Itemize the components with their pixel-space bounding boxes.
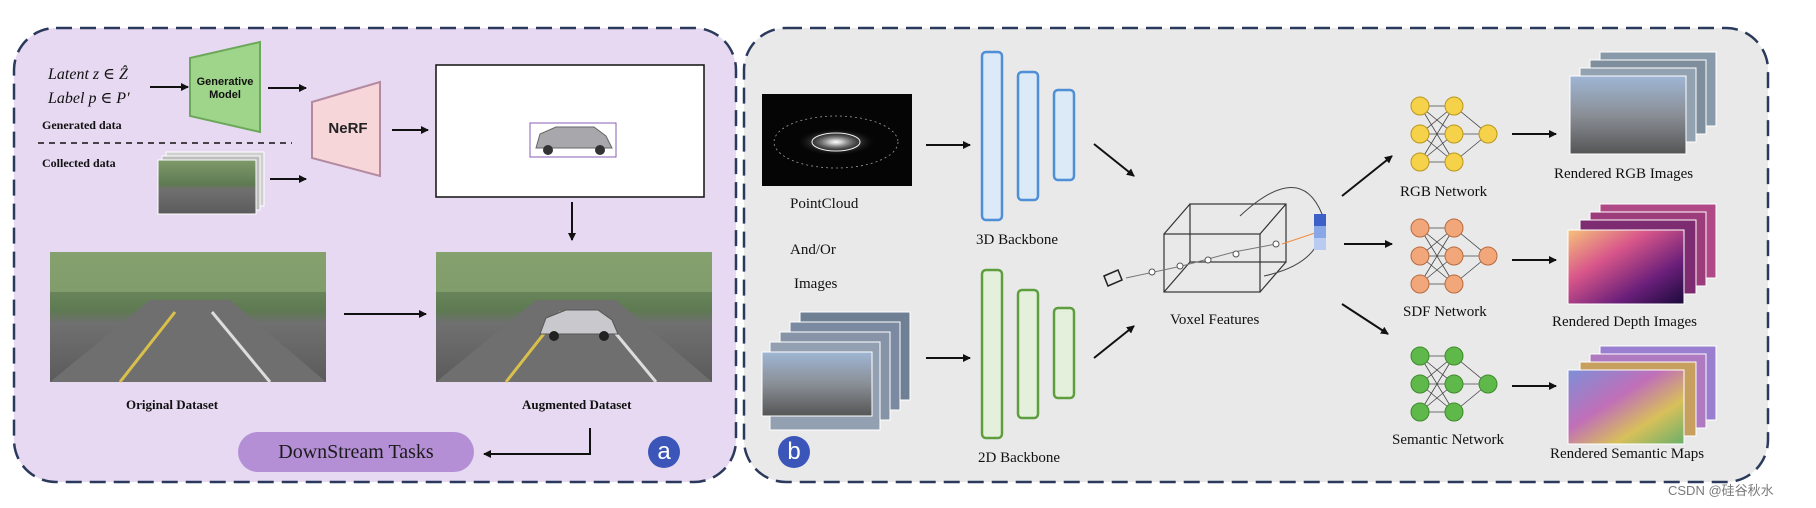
rendered-rgb-label: Rendered RGB Images bbox=[1554, 166, 1694, 182]
rendered-depth-stack bbox=[1567, 203, 1717, 305]
network-edge bbox=[1419, 227, 1455, 285]
generative-model-line1: Generative bbox=[196, 76, 254, 88]
network-node bbox=[1478, 246, 1498, 266]
collected-data-images bbox=[157, 151, 265, 215]
network-node bbox=[1410, 402, 1430, 422]
generative-model-shape bbox=[189, 40, 261, 134]
rgb-network-label: RGB Network bbox=[1400, 184, 1488, 200]
backbone-3d-label: 3D Backbone bbox=[976, 232, 1059, 248]
network-node bbox=[1410, 246, 1430, 266]
camera-images-stack bbox=[761, 311, 911, 431]
rgb-network-graph bbox=[1410, 96, 1498, 172]
backbone-3d-to-voxel-arrow bbox=[1093, 143, 1135, 177]
network-node bbox=[1444, 218, 1464, 238]
voxel-to-semantic-arrow bbox=[1341, 303, 1389, 335]
network-node bbox=[1478, 374, 1498, 394]
voxel-cube bbox=[1163, 203, 1287, 293]
network-node bbox=[1410, 152, 1430, 172]
backbone-2d-to-voxel-arrow bbox=[1093, 325, 1135, 359]
pointcloud-image bbox=[762, 94, 912, 186]
network-node bbox=[1444, 402, 1464, 422]
network-node bbox=[1444, 124, 1464, 144]
original-dataset-image bbox=[50, 252, 326, 383]
network-node bbox=[1478, 124, 1498, 144]
pointcloud-label: PointCloud bbox=[790, 196, 859, 212]
network-edge bbox=[1419, 355, 1455, 413]
network-node bbox=[1410, 96, 1430, 116]
latent-label: Latent z ∈ Ẑ bbox=[48, 66, 128, 83]
camera-ray bbox=[1103, 187, 1324, 287]
rendered-car bbox=[529, 122, 617, 158]
network-node bbox=[1444, 152, 1464, 172]
backbone-2d-label: 2D Backbone bbox=[978, 450, 1061, 466]
downstream-tasks-pill: DownStream Tasks bbox=[238, 432, 474, 472]
voxel-to-rgb-arrow bbox=[1341, 155, 1393, 197]
augmented-dataset-label: Augmented Dataset bbox=[522, 397, 632, 412]
semantic-network-label: Semantic Network bbox=[1392, 432, 1505, 448]
collected-data-label: Collected data bbox=[42, 156, 116, 170]
network-node bbox=[1410, 374, 1430, 394]
images-label: Images bbox=[794, 276, 838, 292]
network-node bbox=[1444, 274, 1464, 294]
voxel-features-label: Voxel Features bbox=[1170, 312, 1260, 328]
rendered-semantic-stack bbox=[1567, 345, 1717, 445]
watermark: CSDN @硅谷秋水 bbox=[1668, 483, 1774, 498]
network-node bbox=[1444, 246, 1464, 266]
network-edge bbox=[1419, 105, 1455, 163]
semantic-network-graph bbox=[1410, 346, 1498, 422]
generative-model-label: Generative Model bbox=[190, 76, 260, 102]
network-node bbox=[1444, 96, 1464, 116]
network-node bbox=[1444, 374, 1464, 394]
augmented-dataset-image bbox=[436, 252, 712, 383]
original-dataset-label: Original Dataset bbox=[126, 397, 219, 412]
network-node bbox=[1410, 218, 1430, 238]
feature-vector bbox=[1314, 214, 1326, 250]
network-node bbox=[1410, 274, 1430, 294]
sdf-network-graph bbox=[1410, 218, 1498, 294]
rendered-depth-label: Rendered Depth Images bbox=[1552, 314, 1697, 330]
rendered-rgb-stack bbox=[1569, 51, 1717, 155]
and-or-label: And/Or bbox=[790, 242, 836, 258]
nerf-label: NeRF bbox=[328, 120, 368, 137]
sdf-network-label: SDF Network bbox=[1403, 304, 1487, 320]
label-label: Label p ∈ P′ bbox=[48, 90, 130, 107]
backbone-2d-layers bbox=[980, 268, 1076, 440]
augmented-to-downstream-arrow bbox=[483, 428, 591, 458]
generative-model-line2: Model bbox=[209, 89, 241, 101]
network-node bbox=[1410, 124, 1430, 144]
backbone-3d-layers bbox=[980, 50, 1076, 222]
generated-data-label: Generated data bbox=[42, 118, 122, 132]
network-node bbox=[1410, 346, 1430, 366]
panel-a-badge: a bbox=[648, 436, 680, 468]
network-node bbox=[1444, 346, 1464, 366]
nerf-shape bbox=[311, 80, 381, 178]
rendered-semantic-label: Rendered Semantic Maps bbox=[1550, 446, 1705, 462]
panel-b-badge: b bbox=[778, 436, 810, 468]
